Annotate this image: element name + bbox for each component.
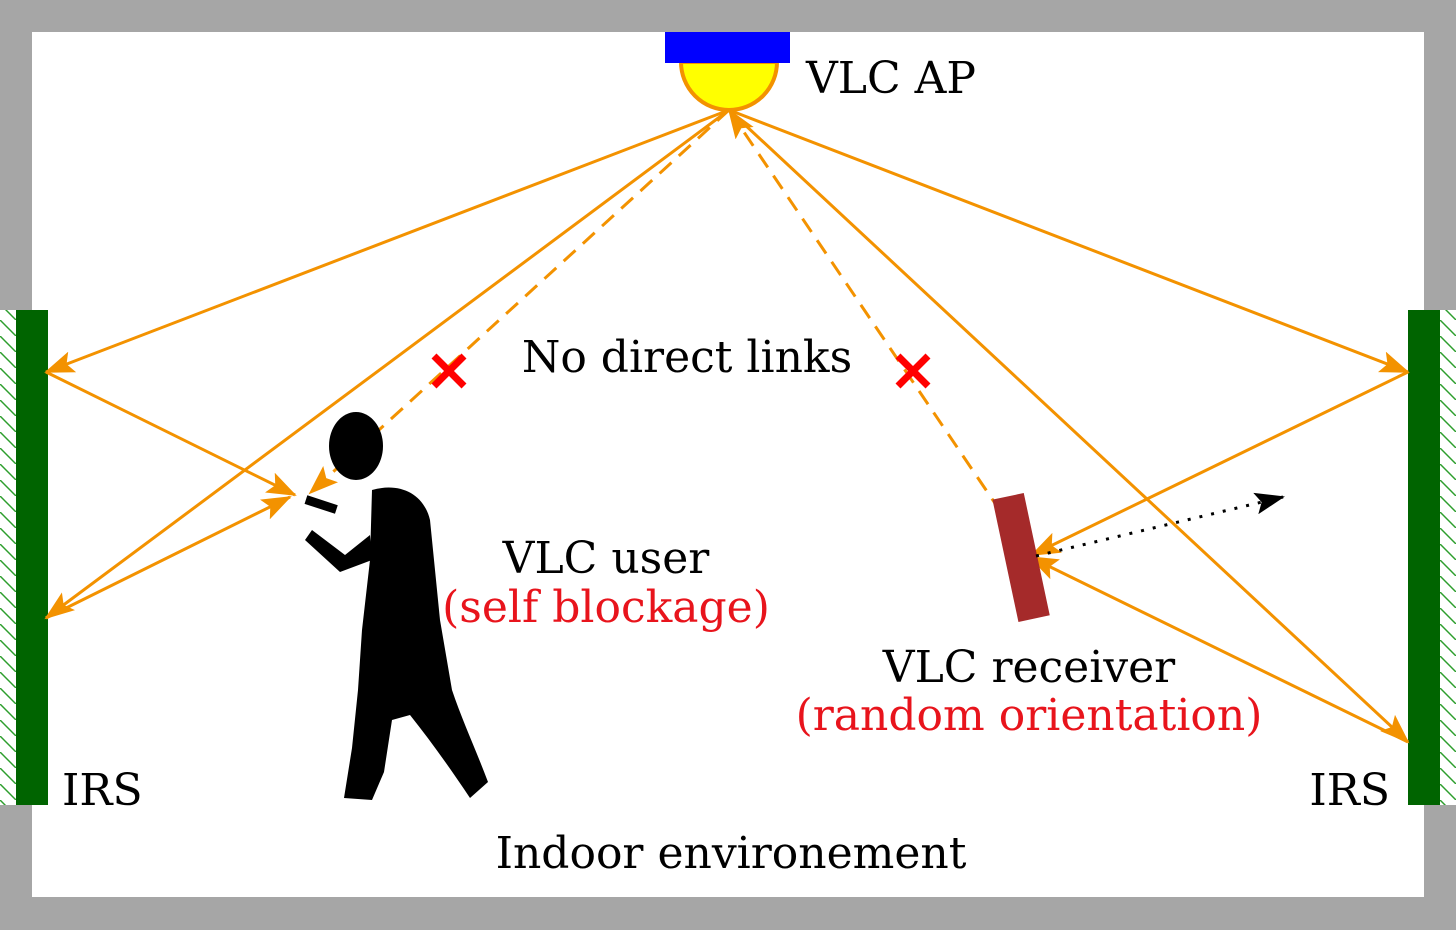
top-wall: [0, 0, 1456, 32]
ray-ap-to-right-irs-bottom: [727, 108, 1410, 744]
vlc-ap: [665, 32, 790, 112]
left-wall-upper: [0, 0, 32, 310]
left-wall-lower: [0, 805, 32, 930]
environment-label: Indoor environement: [496, 828, 967, 879]
user-note-label: (self blockage): [442, 582, 770, 633]
ray-left-irs-to-user-bottom: [45, 495, 292, 620]
ray-ap-to-right-irs-top: [728, 108, 1410, 374]
blocked-ray-receiver-to-ap: [727, 108, 1032, 556]
user-label: VLC user: [502, 533, 711, 584]
irs-right: [1408, 310, 1456, 805]
receiver-label: VLC receiver: [882, 642, 1176, 693]
cross-icon: [895, 353, 931, 389]
ray-ap-to-left-irs-bottom: [44, 108, 730, 620]
irs-right-panel: [1408, 310, 1440, 805]
bottom-wall: [0, 897, 1456, 930]
no-direct-links-label: No direct links: [522, 332, 852, 383]
ray-ap-to-left-irs-top: [44, 108, 730, 374]
irs-left-panel: [16, 310, 48, 805]
irs-right-hatch: [1440, 310, 1456, 805]
rays: [44, 108, 1410, 744]
right-wall-lower: [1424, 805, 1456, 930]
irs-left-label: IRS: [62, 765, 143, 816]
ap-base: [665, 32, 790, 63]
person-with-phone-icon: [304, 412, 488, 800]
ray-left-irs-to-user-top: [45, 370, 297, 497]
right-wall-upper: [1424, 0, 1456, 310]
blocked-markers: [431, 353, 931, 389]
ray-right-irs-to-receiver-top: [1030, 370, 1409, 557]
ap-lamp: [678, 60, 780, 112]
receiver-orientation-arrow: [1035, 492, 1285, 558]
irs-left: [0, 310, 48, 805]
vlc-receiver-device: [992, 493, 1050, 622]
ap-label: VLC AP: [805, 53, 976, 104]
ray-right-irs-to-receiver-bottom: [1028, 555, 1409, 744]
blocked-ray-ap-to-user: [308, 108, 731, 495]
cross-icon: [431, 353, 467, 389]
receiver-note-label: (random orientation): [796, 690, 1263, 741]
irs-right-label: IRS: [1309, 765, 1390, 816]
irs-left-hatch: [0, 310, 16, 805]
